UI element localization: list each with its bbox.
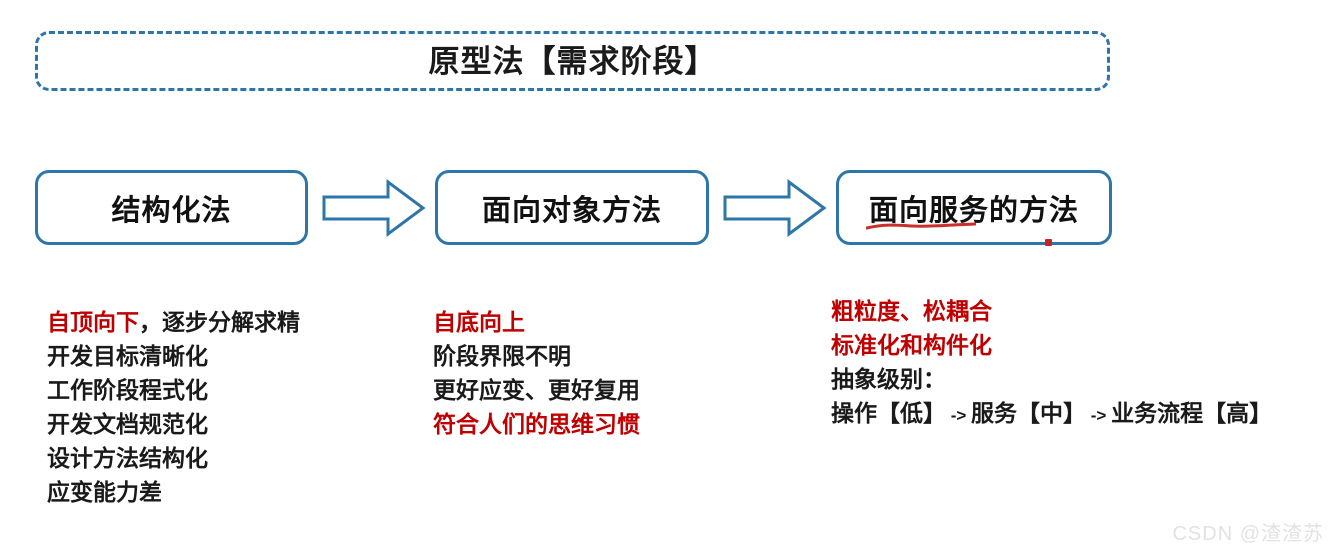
method-box-object-oriented[interactable]: 面向对象方法 — [435, 170, 709, 245]
note-segment: 服务【中】 — [971, 400, 1087, 426]
note-line: 标准化和构件化 — [831, 328, 1272, 362]
note-line: 操作【低】 -> 服务【中】 -> 业务流程【高】 — [831, 396, 1272, 433]
note-line: 自底向上 — [433, 305, 640, 339]
method-box-label: 结构化法 — [111, 194, 232, 227]
note-segment: 符合人们的思维习惯 — [433, 411, 640, 437]
note-segment: 抽象级别： — [831, 366, 946, 392]
arrow-structured-to-oo-icon — [322, 179, 426, 237]
notes-column-service-oriented: 粗粒度、松耦合标准化和构件化抽象级别： 操作【低】 -> 服务【中】 -> 业务流… — [831, 294, 1272, 433]
notes-column-object-oriented: 自底向上阶段界限不明更好应变、更好复用符合人们的思维习惯 — [433, 305, 640, 441]
page-title: 原型法【需求阶段】 — [428, 43, 717, 79]
method-box-label: 面向服务的方法 — [868, 194, 1079, 227]
note-segment: 操作【低】 — [831, 400, 946, 426]
method-box-label: 面向对象方法 — [481, 194, 662, 227]
note-segment: 粗粒度、松耦合 — [831, 298, 992, 324]
note-segment: 开发文档规范化 — [47, 411, 208, 437]
note-segment: -> — [946, 406, 972, 425]
note-line: 设计方法结构化 — [47, 441, 300, 475]
note-segment: 阶段界限不明 — [433, 343, 571, 369]
notes-column-structured: 自顶向下，逐步分解求精开发目标清晰化工作阶段程式化开发文档规范化设计方法结构化应… — [47, 305, 300, 509]
note-segment: 设计方法结构化 — [47, 445, 208, 471]
note-line: 工作阶段程式化 — [47, 373, 300, 407]
note-segment: 自顶向下 — [47, 309, 139, 335]
note-line: 阶段界限不明 — [433, 339, 640, 373]
note-segment: 标准化和构件化 — [831, 332, 992, 358]
note-line: 符合人们的思维习惯 — [433, 407, 640, 441]
note-segment: 开发目标清晰化 — [47, 343, 208, 369]
method-box-service-oriented[interactable]: 面向服务的方法 — [836, 170, 1112, 245]
note-line: 更好应变、更好复用 — [433, 373, 640, 407]
note-segment: 应变能力差 — [47, 479, 162, 505]
note-segment: ，逐步分解求精 — [139, 309, 300, 335]
note-segment: 业务流程【高】 — [1111, 400, 1273, 426]
arrow-oo-to-soa-icon — [723, 179, 827, 237]
note-line: 自顶向下，逐步分解求精 — [47, 305, 300, 339]
note-segment: 自底向上 — [433, 309, 525, 335]
note-line: 应变能力差 — [47, 475, 300, 509]
note-line: 开发文档规范化 — [47, 407, 300, 441]
red-dot-annotation-icon — [1045, 239, 1052, 246]
note-line: 开发目标清晰化 — [47, 339, 300, 373]
title-banner: 原型法【需求阶段】 — [35, 31, 1110, 91]
note-line: 抽象级别： — [831, 362, 1272, 396]
method-box-structured[interactable]: 结构化法 — [35, 170, 308, 245]
note-segment: 更好应变、更好复用 — [433, 377, 640, 403]
note-segment: 工作阶段程式化 — [47, 377, 208, 403]
note-segment: -> — [1086, 406, 1112, 425]
note-line: 粗粒度、松耦合 — [831, 294, 1272, 328]
watermark: CSDN @渣渣苏 — [1172, 523, 1324, 545]
